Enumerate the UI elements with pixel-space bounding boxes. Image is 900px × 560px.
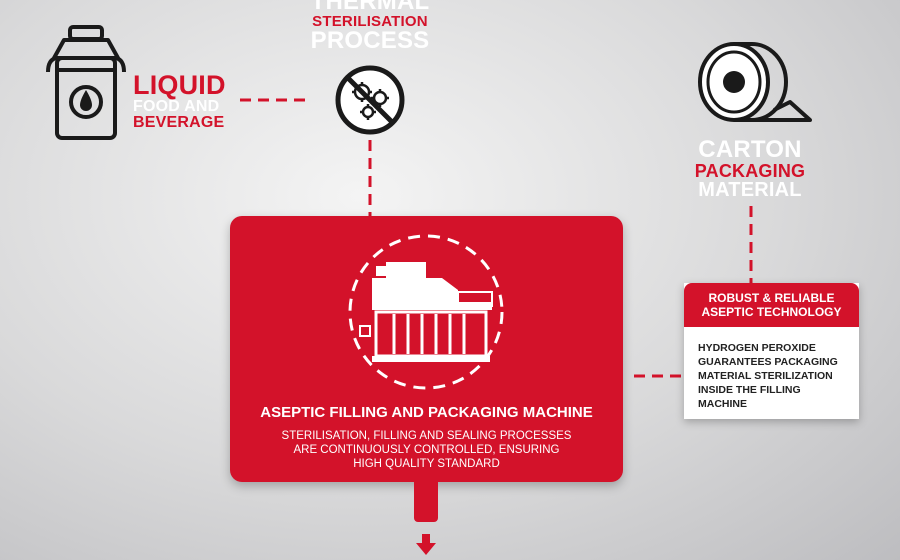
carton-line3: MATERIAL	[698, 179, 802, 201]
liquid-title: LIQUID	[133, 70, 226, 100]
robust-card-header: ROBUST & RELIABLE ASEPTIC TECHNOLOGY	[684, 283, 859, 327]
carton-line1: CARTON	[698, 136, 802, 163]
robust-body-line: HYDROGEN PEROXIDE	[698, 342, 816, 354]
robust-body-line: MACHINE	[698, 398, 747, 410]
thermal-line1: THERMAL	[310, 0, 430, 15]
thermal-line3: PROCESS	[310, 27, 430, 54]
thermal-label: THERMAL STERILISATION PROCESS	[300, 0, 440, 53]
machine-desc-line1: STERILISATION, FILLING AND SEALING PROCE…	[281, 430, 572, 442]
liquid-line1: FOOD AND	[133, 98, 220, 115]
robust-head-line2: ASEPTIC TECHNOLOGY	[701, 305, 842, 319]
carton-line2: PACKAGING	[694, 161, 806, 181]
thermal-line2: STERILISATION	[312, 13, 428, 30]
machine-title: ASEPTIC FILLING AND PACKAGING MACHINE	[260, 404, 593, 421]
milk-can-icon	[46, 25, 126, 140]
robust-body-line: INSIDE THE FILLING	[698, 384, 801, 396]
liquid-label: LIQUID FOOD AND BEVERAGE	[133, 72, 226, 131]
liquid-line2: BEVERAGE	[133, 114, 225, 131]
robust-head-line1: ROBUST & RELIABLE	[708, 291, 835, 305]
robust-card-body: HYDROGEN PEROXIDE GUARANTEES PACKAGING M…	[698, 341, 853, 411]
machine-panel: ASEPTIC FILLING AND PACKAGING MACHINE ST…	[230, 216, 623, 482]
arrow-down-icon	[416, 534, 436, 555]
robust-body-line: GUARANTEES PACKAGING	[698, 356, 838, 368]
filling-machine-icon	[348, 234, 504, 390]
no-germs-icon	[335, 65, 405, 135]
machine-description: STERILISATION, FILLING AND SEALING PROCE…	[260, 429, 593, 471]
robust-body-line: MATERIAL STERILIZATION	[698, 370, 833, 382]
paper-roll-icon	[698, 42, 812, 122]
machine-desc-line2: ARE CONTINUOUSLY CONTROLLED, ENSURING	[293, 444, 560, 456]
carton-label: CARTON PACKAGING MATERIAL	[680, 136, 820, 201]
robust-card: ROBUST & RELIABLE ASEPTIC TECHNOLOGY HYD…	[684, 283, 859, 419]
machine-stem	[414, 480, 438, 522]
machine-desc-line3: HIGH QUALITY STANDARD	[353, 458, 500, 470]
